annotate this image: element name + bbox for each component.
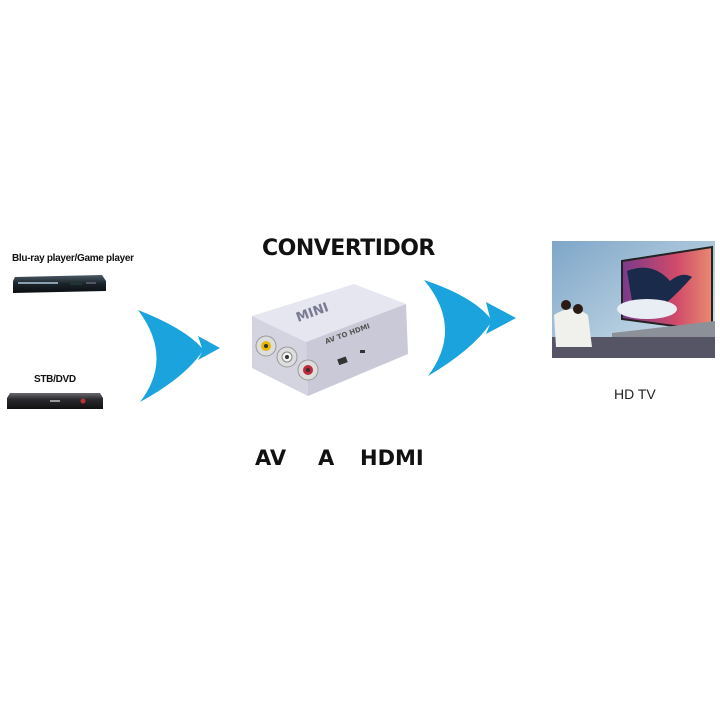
bluray-label: Blu-ray player/Game player [12,253,134,264]
bluray-player-image [12,273,107,295]
double-arrow-right-icon [420,278,520,378]
stb-dvd-image [6,390,104,412]
stb-label: STB/DVD [34,374,76,385]
caption-from: AV [255,446,287,470]
arrow-right-icon [136,308,222,404]
caption-to: HDMI [360,446,424,470]
converter-title: CONVERTIDOR [262,236,435,261]
caption-mid: A [318,446,335,470]
hdtv-label: HD TV [614,386,656,402]
converter-device-image: MINI AV TO HDMI [246,278,414,400]
hdtv-image [552,241,715,358]
